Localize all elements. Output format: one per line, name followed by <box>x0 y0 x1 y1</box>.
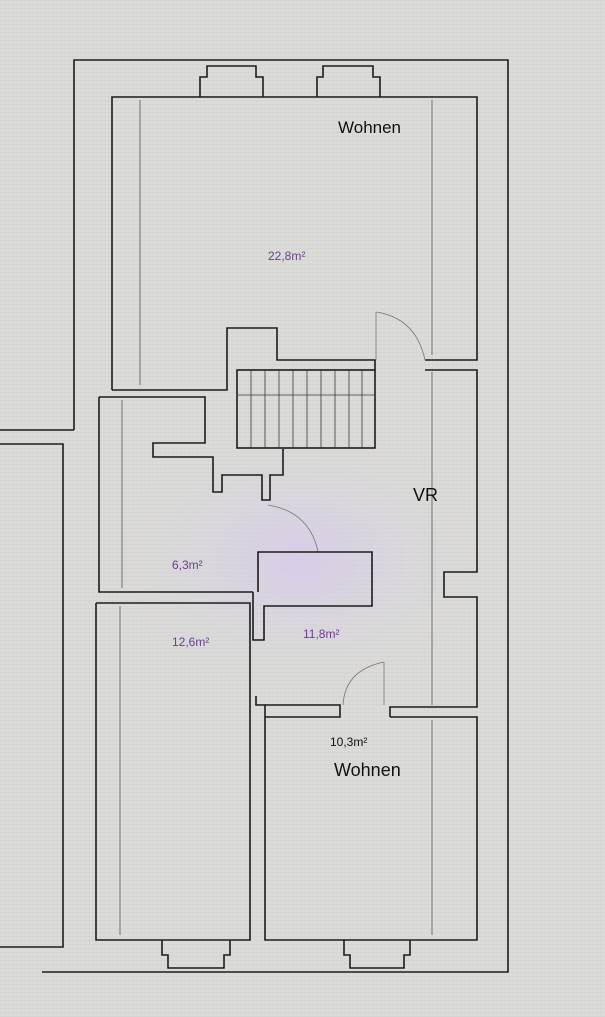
room-wohnen-top <box>111 96 478 391</box>
screen-glow <box>100 420 500 700</box>
hallway-vr <box>389 369 478 717</box>
room-name-vr: VR <box>413 485 439 505</box>
area-label-corridor: 11,8m² <box>303 627 340 641</box>
area-label-left-lower: 12,6m² <box>172 635 210 649</box>
room-small-left <box>98 396 319 593</box>
window-bottom-left <box>161 940 231 969</box>
room-name-wohnen-bottom: Wohnen <box>334 760 401 780</box>
outer-wall <box>0 59 509 973</box>
area-label-wohnen-bottom: 10,3m² <box>330 735 368 749</box>
window-top-right <box>316 65 381 97</box>
staircase <box>236 369 376 449</box>
window-top-left <box>199 65 264 97</box>
room-name-wohnen-top: Wohnen <box>338 118 402 137</box>
central-core <box>252 551 373 641</box>
window-bottom-right <box>343 940 411 969</box>
area-label-wohnen-top: 22,8m² <box>268 249 306 263</box>
room-left-lower <box>95 602 251 941</box>
room-wohnen-bottom <box>255 661 478 941</box>
area-label-small-left: 6,3m² <box>172 558 203 572</box>
